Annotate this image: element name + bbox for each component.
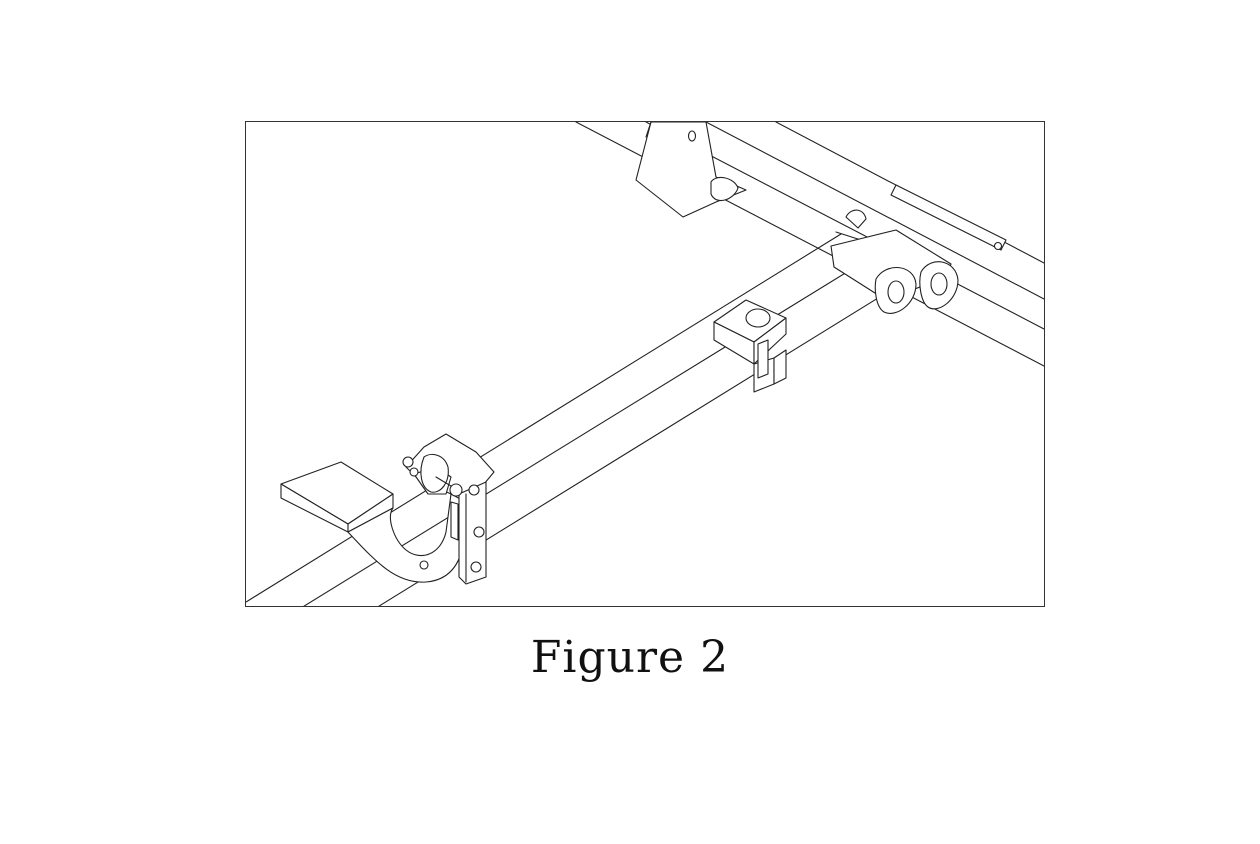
sleeve-clamp: [713, 299, 787, 393]
drawbar-tube: [246, 231, 892, 606]
clevis-mount: [830, 209, 959, 314]
hitch-hook: [347, 433, 495, 583]
foot-pedal: [280, 461, 394, 533]
hitch-assembly-drawing: [246, 122, 1044, 606]
top-gusset-plate: [635, 122, 747, 218]
figure-frame: [245, 121, 1045, 607]
figure-caption: Figure 2: [530, 632, 730, 683]
latch-side-plate: [449, 481, 487, 585]
rail-bracket: [890, 184, 1007, 251]
